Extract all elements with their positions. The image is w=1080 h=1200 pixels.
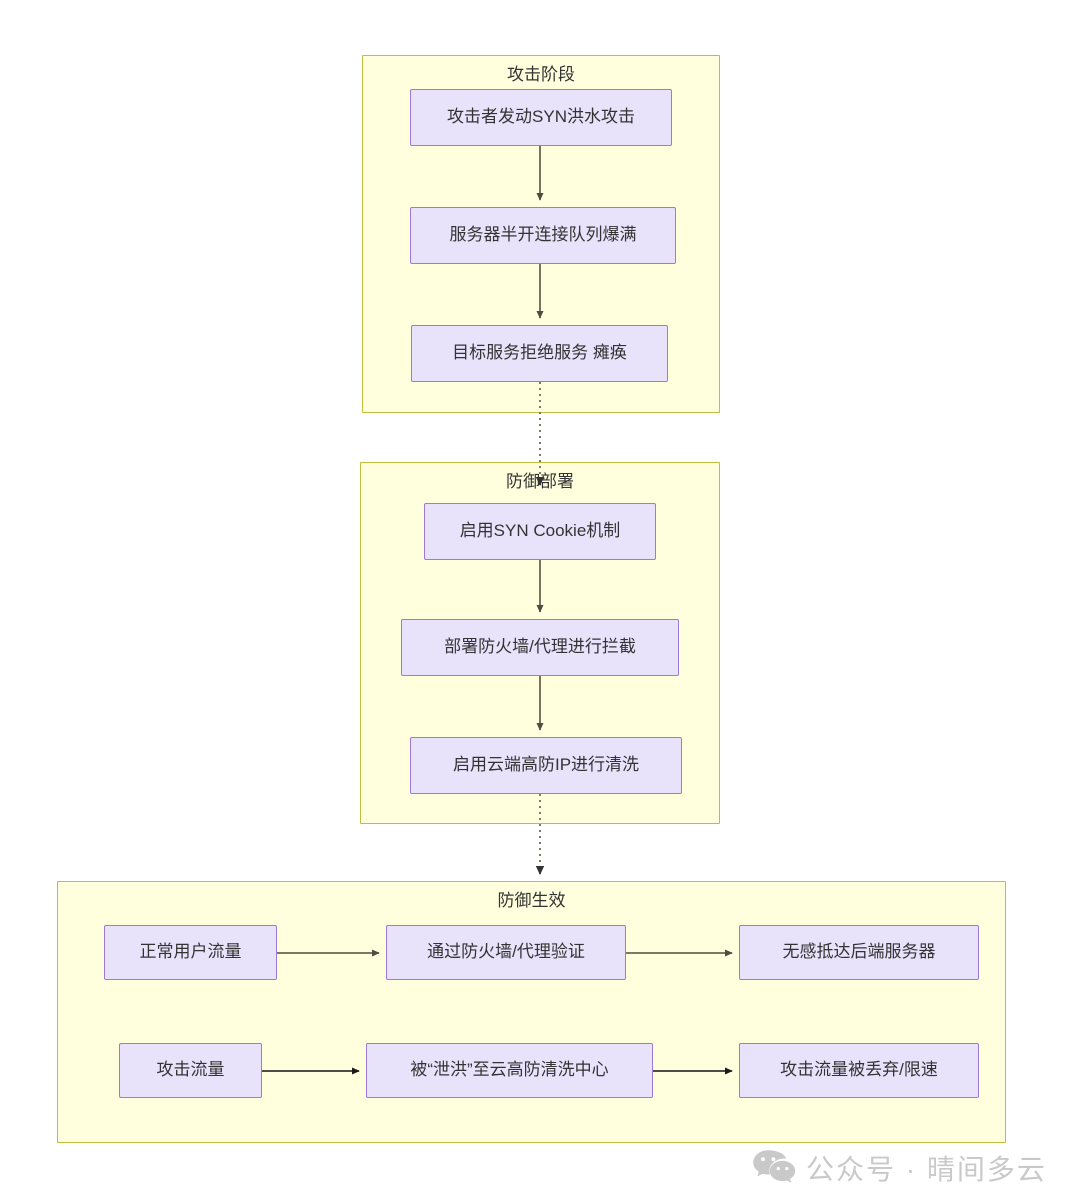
node-halfopen-queue-full[interactable]: 服务器半开连接队列爆满 xyxy=(410,207,676,264)
node-pass-firewall-verify[interactable]: 通过防火墙/代理验证 xyxy=(386,925,626,980)
node-enable-syn-cookie[interactable]: 启用SYN Cookie机制 xyxy=(424,503,656,560)
node-cloud-anti-ddos-ip[interactable]: 启用云端高防IP进行清洗 xyxy=(410,737,682,794)
watermark-text: 公众号 · 晴间多云 xyxy=(806,1154,1047,1185)
subgraph-title-defense-deployment: 防御部署 xyxy=(506,472,574,491)
subgraph-title-attack-phase: 攻击阶段 xyxy=(507,65,575,84)
node-attack-dropped-ratelimited[interactable]: 攻击流量被丢弃/限速 xyxy=(739,1043,979,1098)
subgraph-defense-effective: 防御生效 xyxy=(57,881,1006,1143)
node-attacker-syn-flood[interactable]: 攻击者发动SYN洪水攻击 xyxy=(410,89,672,146)
node-deploy-firewall-proxy[interactable]: 部署防火墙/代理进行拦截 xyxy=(401,619,679,676)
watermark: 公众号 · 晴间多云 xyxy=(752,1148,1047,1188)
subgraph-title-defense-effective: 防御生效 xyxy=(497,891,566,910)
node-reach-backend-server[interactable]: 无感抵达后端服务器 xyxy=(739,925,979,980)
node-service-denial[interactable]: 目标服务拒绝服务 瘫痪 xyxy=(411,325,668,382)
node-attack-traffic[interactable]: 攻击流量 xyxy=(119,1043,262,1098)
node-normal-user-traffic[interactable]: 正常用户流量 xyxy=(104,925,277,980)
node-diverted-to-scrub-center[interactable]: 被“泄洪”至云高防清洗中心 xyxy=(366,1043,653,1098)
wechat-icon xyxy=(752,1149,796,1188)
